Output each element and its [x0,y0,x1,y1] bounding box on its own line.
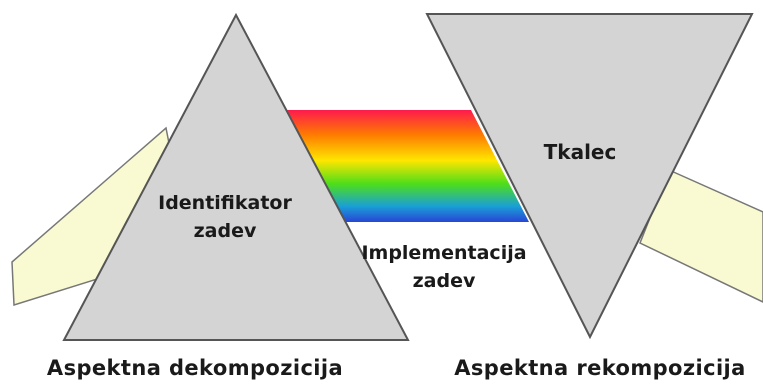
decomposition-caption: Aspektna dekompozicija [46,356,344,380]
weaver-label: Tkalec [543,140,617,164]
recomposition-caption: Aspektna rekompozicija [454,356,746,380]
aspect-identifier-label: Identifikator zadev [158,192,292,242]
spectrum-band [278,110,529,222]
decomposition-prism [62,12,410,341]
implementation-label: Implementacija zadev [361,242,527,292]
recomposition-prism [425,13,754,340]
